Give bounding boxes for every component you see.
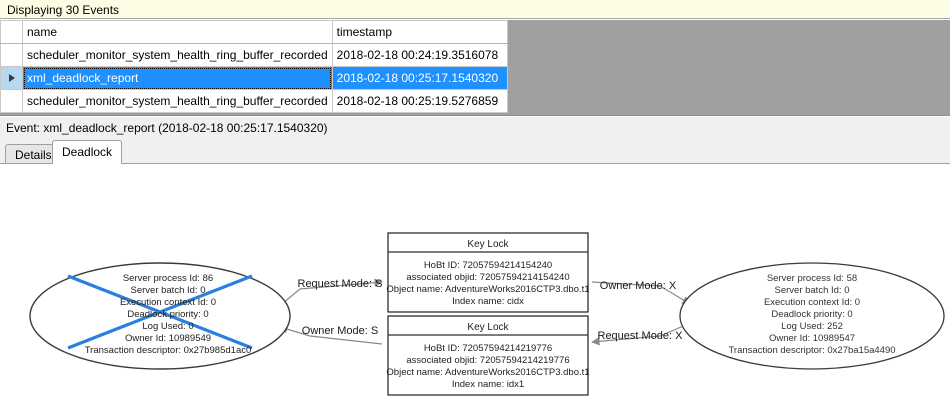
displaying-events-banner: Displaying 30 Events [0,0,950,19]
edge-right-owner-line [591,281,691,305]
row-selector-cell[interactable] [0,66,23,90]
column-header-name[interactable]: name [22,20,333,44]
header-row: name timestamp [0,20,508,44]
key-lock-top-node[interactable]: Key Lock HoBt ID: 72057594214154240 asso… [386,232,590,313]
process-right-ellipse[interactable] [679,262,945,370]
key-lock-top-line-3: Index name: cidx [452,296,524,307]
process-left-line-1: Server batch Id: 0 [131,285,206,296]
edge-left-request-label: Request Mode: S [298,278,383,290]
process-left-line-3: Deadlock priority: 0 [127,309,208,320]
process-left-line-5: Owner Id: 10989549 [125,333,211,344]
edge-left-owner-group: Owner Mode: S [279,325,383,345]
process-left-ellipse[interactable] [29,262,291,370]
table-row[interactable]: scheduler_monitor_system_health_ring_buf… [0,43,508,67]
row-cell-name[interactable]: scheduler_monitor_system_health_ring_buf… [22,43,333,67]
row-cell-name[interactable]: xml_deadlock_report [22,66,333,90]
process-left-line-6: Transaction descriptor: 0x27b985d1ac0 [85,345,252,356]
key-lock-bottom-line-3: Index name: idx1 [452,379,524,390]
key-lock-bottom-line-2: Object name: AdventureWorks2016CTP3.dbo.… [386,367,589,378]
tab-deadlock[interactable]: Deadlock [52,140,123,164]
table-row[interactable]: scheduler_monitor_system_health_ring_buf… [0,89,508,113]
row-cell-timestamp[interactable]: 2018-02-18 00:25:19.5276859 [331,89,508,113]
row-cell-timestamp[interactable]: 2018-02-18 00:25:17.1540320 [331,66,508,90]
edge-left-owner-label: Owner Mode: S [302,325,378,337]
key-lock-bottom-line-1: associated objid: 72057594214219776 [406,355,569,366]
edge-right-owner-group: Owner Mode: X [591,280,691,305]
key-lock-bottom-title: Key Lock [467,322,509,333]
column-header-selector [0,20,23,44]
edge-right-request-label: Request Mode: X [598,330,684,342]
row-pointer-icon [8,74,15,82]
process-right-line-2: Execution context Id: 0 [764,297,860,308]
column-header-timestamp[interactable]: timestamp [331,20,508,44]
event-caption-bar: Event: xml_deadlock_report (2018-02-18 0… [0,117,950,139]
process-right-line-1: Server batch Id: 0 [775,285,850,296]
process-right-line-6: Transaction descriptor: 0x27ba15a4490 [728,345,895,356]
row-cell-timestamp[interactable]: 2018-02-18 00:24:19.3516078 [331,43,508,67]
events-grid[interactable]: name timestamp scheduler_monitor_system_… [0,20,950,116]
events-table[interactable]: name timestamp scheduler_monitor_system_… [0,20,508,113]
edge-right-request-group: Request Mode: X [591,323,689,346]
key-lock-bottom-line-0: HoBt ID: 72057594214219776 [424,343,552,354]
deadlock-graph[interactable]: Request Mode: S Owner Mode: X Owner Mode… [0,164,950,400]
row-selector-cell[interactable] [0,43,23,67]
events-table-header: name timestamp [0,20,508,44]
key-lock-top-line-2: Object name: AdventureWorks2016CTP3.dbo.… [386,284,589,295]
edge-left-owner-line [279,325,383,345]
key-lock-top-box[interactable] [387,232,589,313]
event-caption-label: Event: xml_deadlock_report (2018-02-18 0… [6,121,328,135]
table-row-selected[interactable]: xml_deadlock_report 2018-02-18 00:25:17.… [0,66,508,90]
process-left-line-0: Server process Id: 86 [123,273,213,284]
process-left-line-2: Execution context Id: 0 [120,297,216,308]
deadlock-graph-panel[interactable]: Request Mode: S Owner Mode: X Owner Mode… [0,163,950,400]
key-lock-top-line-0: HoBt ID: 72057594214154240 [424,260,552,271]
row-cell-name[interactable]: scheduler_monitor_system_health_ring_buf… [22,89,333,113]
process-left-line-4: Log Used: 0 [142,321,193,332]
process-right-line-3: Deadlock priority: 0 [771,309,852,320]
key-lock-top-title: Key Lock [467,239,509,250]
displaying-events-label: Displaying 30 Events [7,3,120,17]
edge-right-request-line [591,323,689,346]
process-right-node[interactable]: Server process Id: 58 Server batch Id: 0… [679,262,945,370]
process-right-line-4: Log Used: 252 [781,321,843,332]
tabstrip: Details Deadlock [0,139,950,164]
victim-cross-icon [67,274,253,350]
edge-right-owner-label: Owner Mode: X [600,280,677,292]
row-selector-cell[interactable] [0,89,23,113]
process-left-node[interactable]: Server process Id: 86 Server batch Id: 0… [29,262,291,370]
process-right-line-0: Server process Id: 58 [767,273,857,284]
key-lock-top-line-1: associated objid: 72057594214154240 [406,272,569,283]
process-right-line-5: Owner Id: 10989547 [769,333,855,344]
key-lock-bottom-node[interactable]: Key Lock HoBt ID: 72057594214219776 asso… [386,315,590,396]
events-table-body: scheduler_monitor_system_health_ring_buf… [0,43,508,113]
key-lock-bottom-box[interactable] [387,315,589,396]
